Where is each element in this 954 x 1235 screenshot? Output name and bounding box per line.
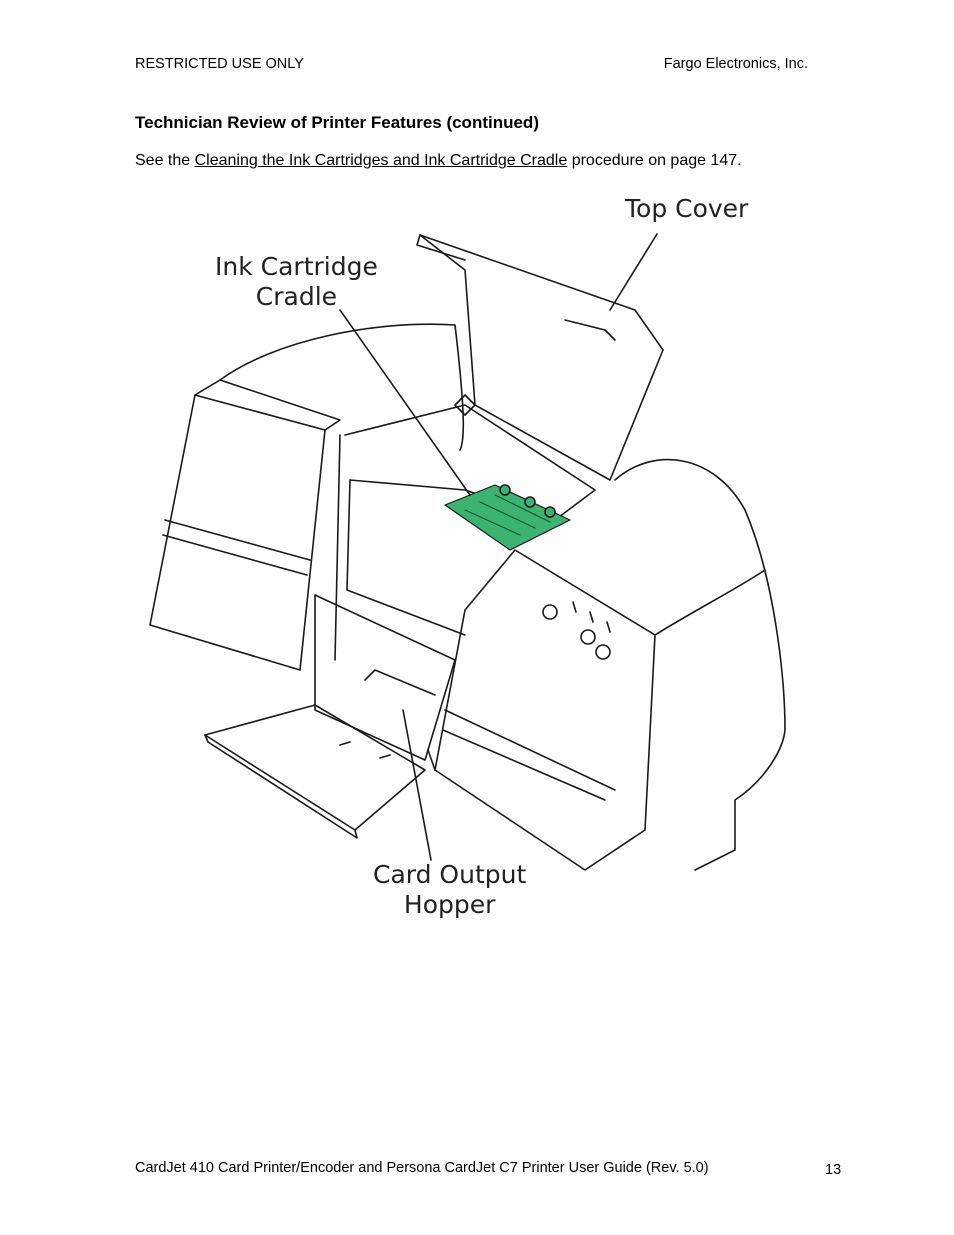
cleaning-procedure-link[interactable]: Cleaning the Ink Cartridges and Ink Cart… [194, 152, 568, 169]
panel-button-1 [542, 604, 558, 620]
printer-drawing [149, 233, 786, 871]
printer-rear-housing [219, 323, 465, 451]
printer-illustration: Top Cover Ink Cartridge Cradle Card Outp… [135, 190, 825, 930]
ink-cartridge-cradle [444, 484, 571, 551]
printer-right-housing [614, 458, 786, 871]
cradle-callout-line1: Ink Cartridge [215, 252, 378, 281]
section-title: Technician Review of Printer Features (c… [135, 113, 539, 132]
hopper-callout-line1: Card Output [373, 860, 527, 889]
hopper-callout: Card Output Hopper [373, 860, 526, 920]
cradle-callout-line2: Cradle [255, 282, 338, 311]
intro-paragraph: See the Cleaning the Ink Cartridges and … [135, 152, 742, 170]
header-company: Fargo Electronics, Inc. [663, 56, 808, 72]
panel-button-3 [595, 644, 611, 660]
page-number: 13 [825, 1162, 842, 1178]
printer-cavity [344, 404, 596, 521]
top-cover-leader [609, 233, 658, 311]
card-output-tray [204, 704, 426, 831]
cradle-callout: Ink Cartridge Cradle [215, 252, 378, 312]
cradle-leader [339, 309, 471, 496]
intro-prefix: See the [135, 152, 195, 169]
hopper-callout-line2: Hopper [403, 890, 496, 919]
header-restricted: RESTRICTED USE ONLY [135, 56, 304, 72]
panel-button-2 [580, 629, 596, 645]
intro-suffix: procedure on page 147. [567, 152, 742, 169]
hopper-leader [402, 709, 432, 861]
top-cover-callout: Top Cover [625, 194, 749, 223]
printer-left-block [149, 394, 326, 671]
printer-front-panel [434, 549, 656, 871]
top-cover [419, 234, 664, 481]
footer-guide-title: CardJet 410 Card Printer/Encoder and Per… [135, 1160, 709, 1176]
